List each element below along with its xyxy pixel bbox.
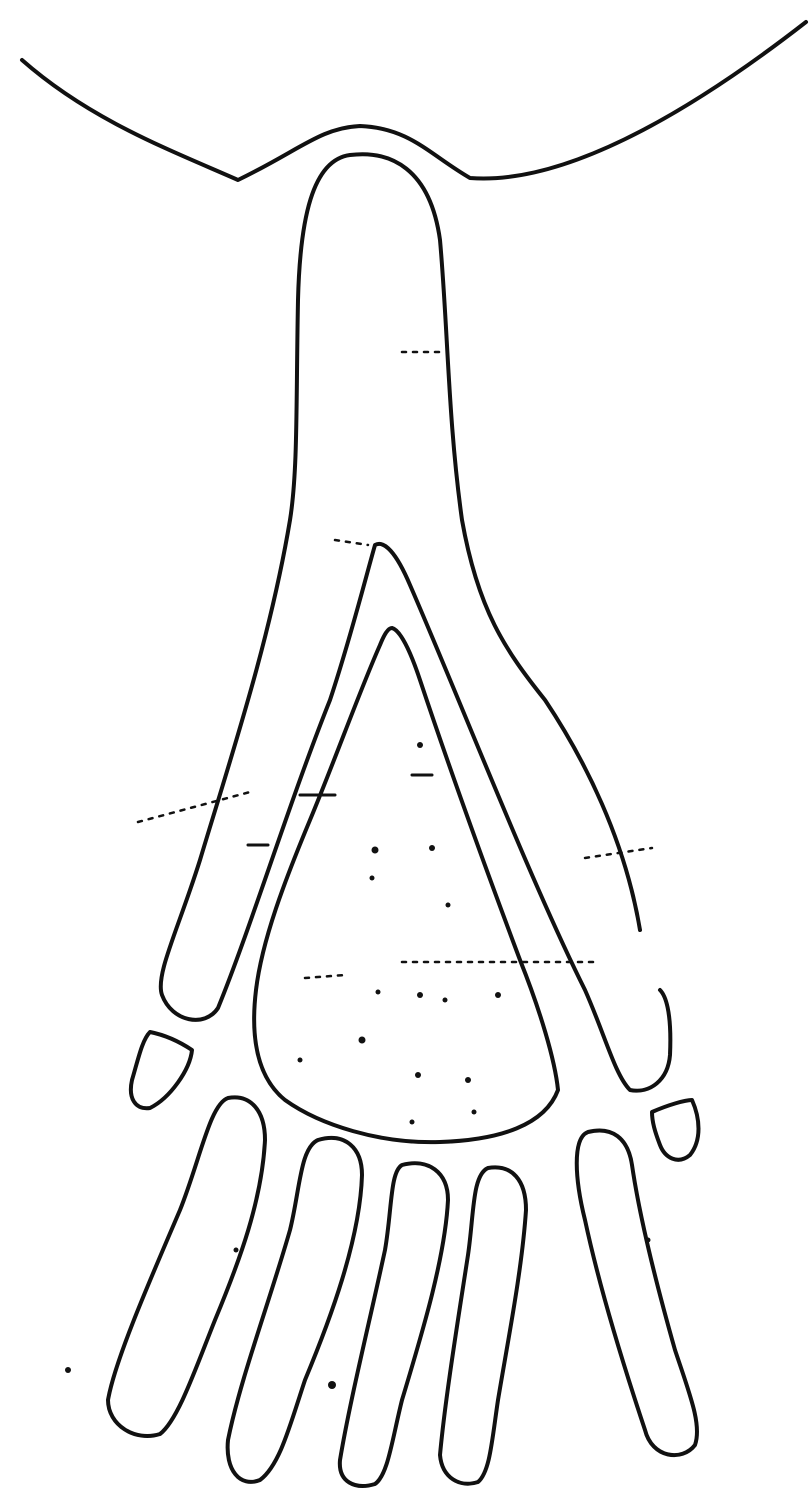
speck <box>410 1120 415 1125</box>
speck <box>372 847 379 854</box>
speck <box>359 1037 366 1044</box>
left-small-bone <box>131 1032 192 1108</box>
speck <box>298 1058 303 1063</box>
leader-line-fork <box>335 540 368 545</box>
speck <box>429 845 435 851</box>
digit-bone-3 <box>340 1163 448 1486</box>
speck <box>472 1110 477 1115</box>
speck <box>328 1381 336 1389</box>
leader-line-mid-left <box>305 975 345 978</box>
right-small-bone <box>652 1100 699 1160</box>
carpal-mass-outline <box>254 628 558 1142</box>
speck <box>446 903 451 908</box>
speck <box>370 876 375 881</box>
forearm-bone-outline <box>161 154 671 1090</box>
speck <box>65 1367 71 1373</box>
digit-bone-5 <box>577 1130 697 1455</box>
speck <box>376 990 381 995</box>
upper-contour-line <box>22 22 806 180</box>
speck <box>646 1238 651 1243</box>
speck <box>417 742 423 748</box>
leader-line-left <box>138 792 250 822</box>
digit-bone-4 <box>440 1167 526 1483</box>
speck <box>495 992 501 998</box>
speck <box>234 1248 239 1253</box>
digit-bone-2 <box>228 1138 362 1482</box>
speck <box>443 998 448 1003</box>
speck <box>465 1077 471 1083</box>
speck <box>415 1072 421 1078</box>
speck <box>417 992 423 998</box>
